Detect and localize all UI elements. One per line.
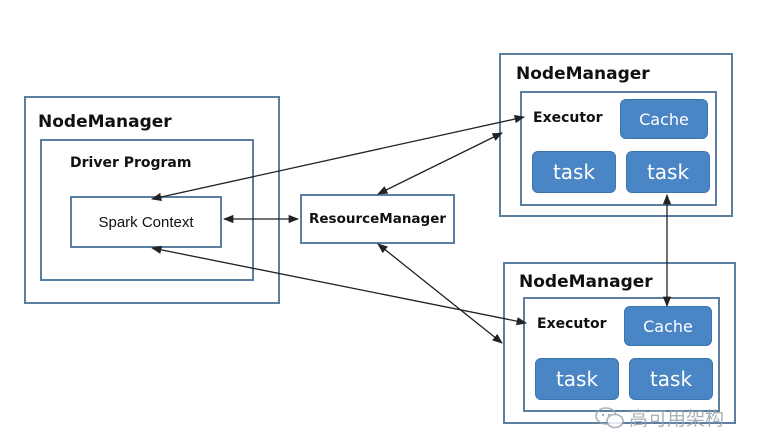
top-task-2: task [626,151,710,193]
bottom-node-manager-title: NodeManager [519,272,653,292]
wechat-icon [595,406,624,428]
top-cache: Cache [620,99,708,139]
spark-context: Spark Context [70,196,222,248]
bottom-executor-title: Executor [537,316,607,332]
watermark-text: 高可用架构 [629,408,725,430]
bottom-task-2: task [629,358,713,400]
watermark: 高可用架构 [595,404,724,431]
arrow-rm-to-top-executor [377,132,503,195]
driver-program-title: Driver Program [70,155,192,171]
top-node-manager-title: NodeManager [516,64,650,84]
resource-manager: ResourceManager [300,194,455,244]
top-executor-title: Executor [533,110,603,126]
bottom-task-1: task [535,358,619,400]
arrow-rm-to-bottom-executor [377,243,503,344]
bottom-cache: Cache [624,306,712,346]
top-task-1: task [532,151,616,193]
left-node-manager-title: NodeManager [38,112,172,132]
